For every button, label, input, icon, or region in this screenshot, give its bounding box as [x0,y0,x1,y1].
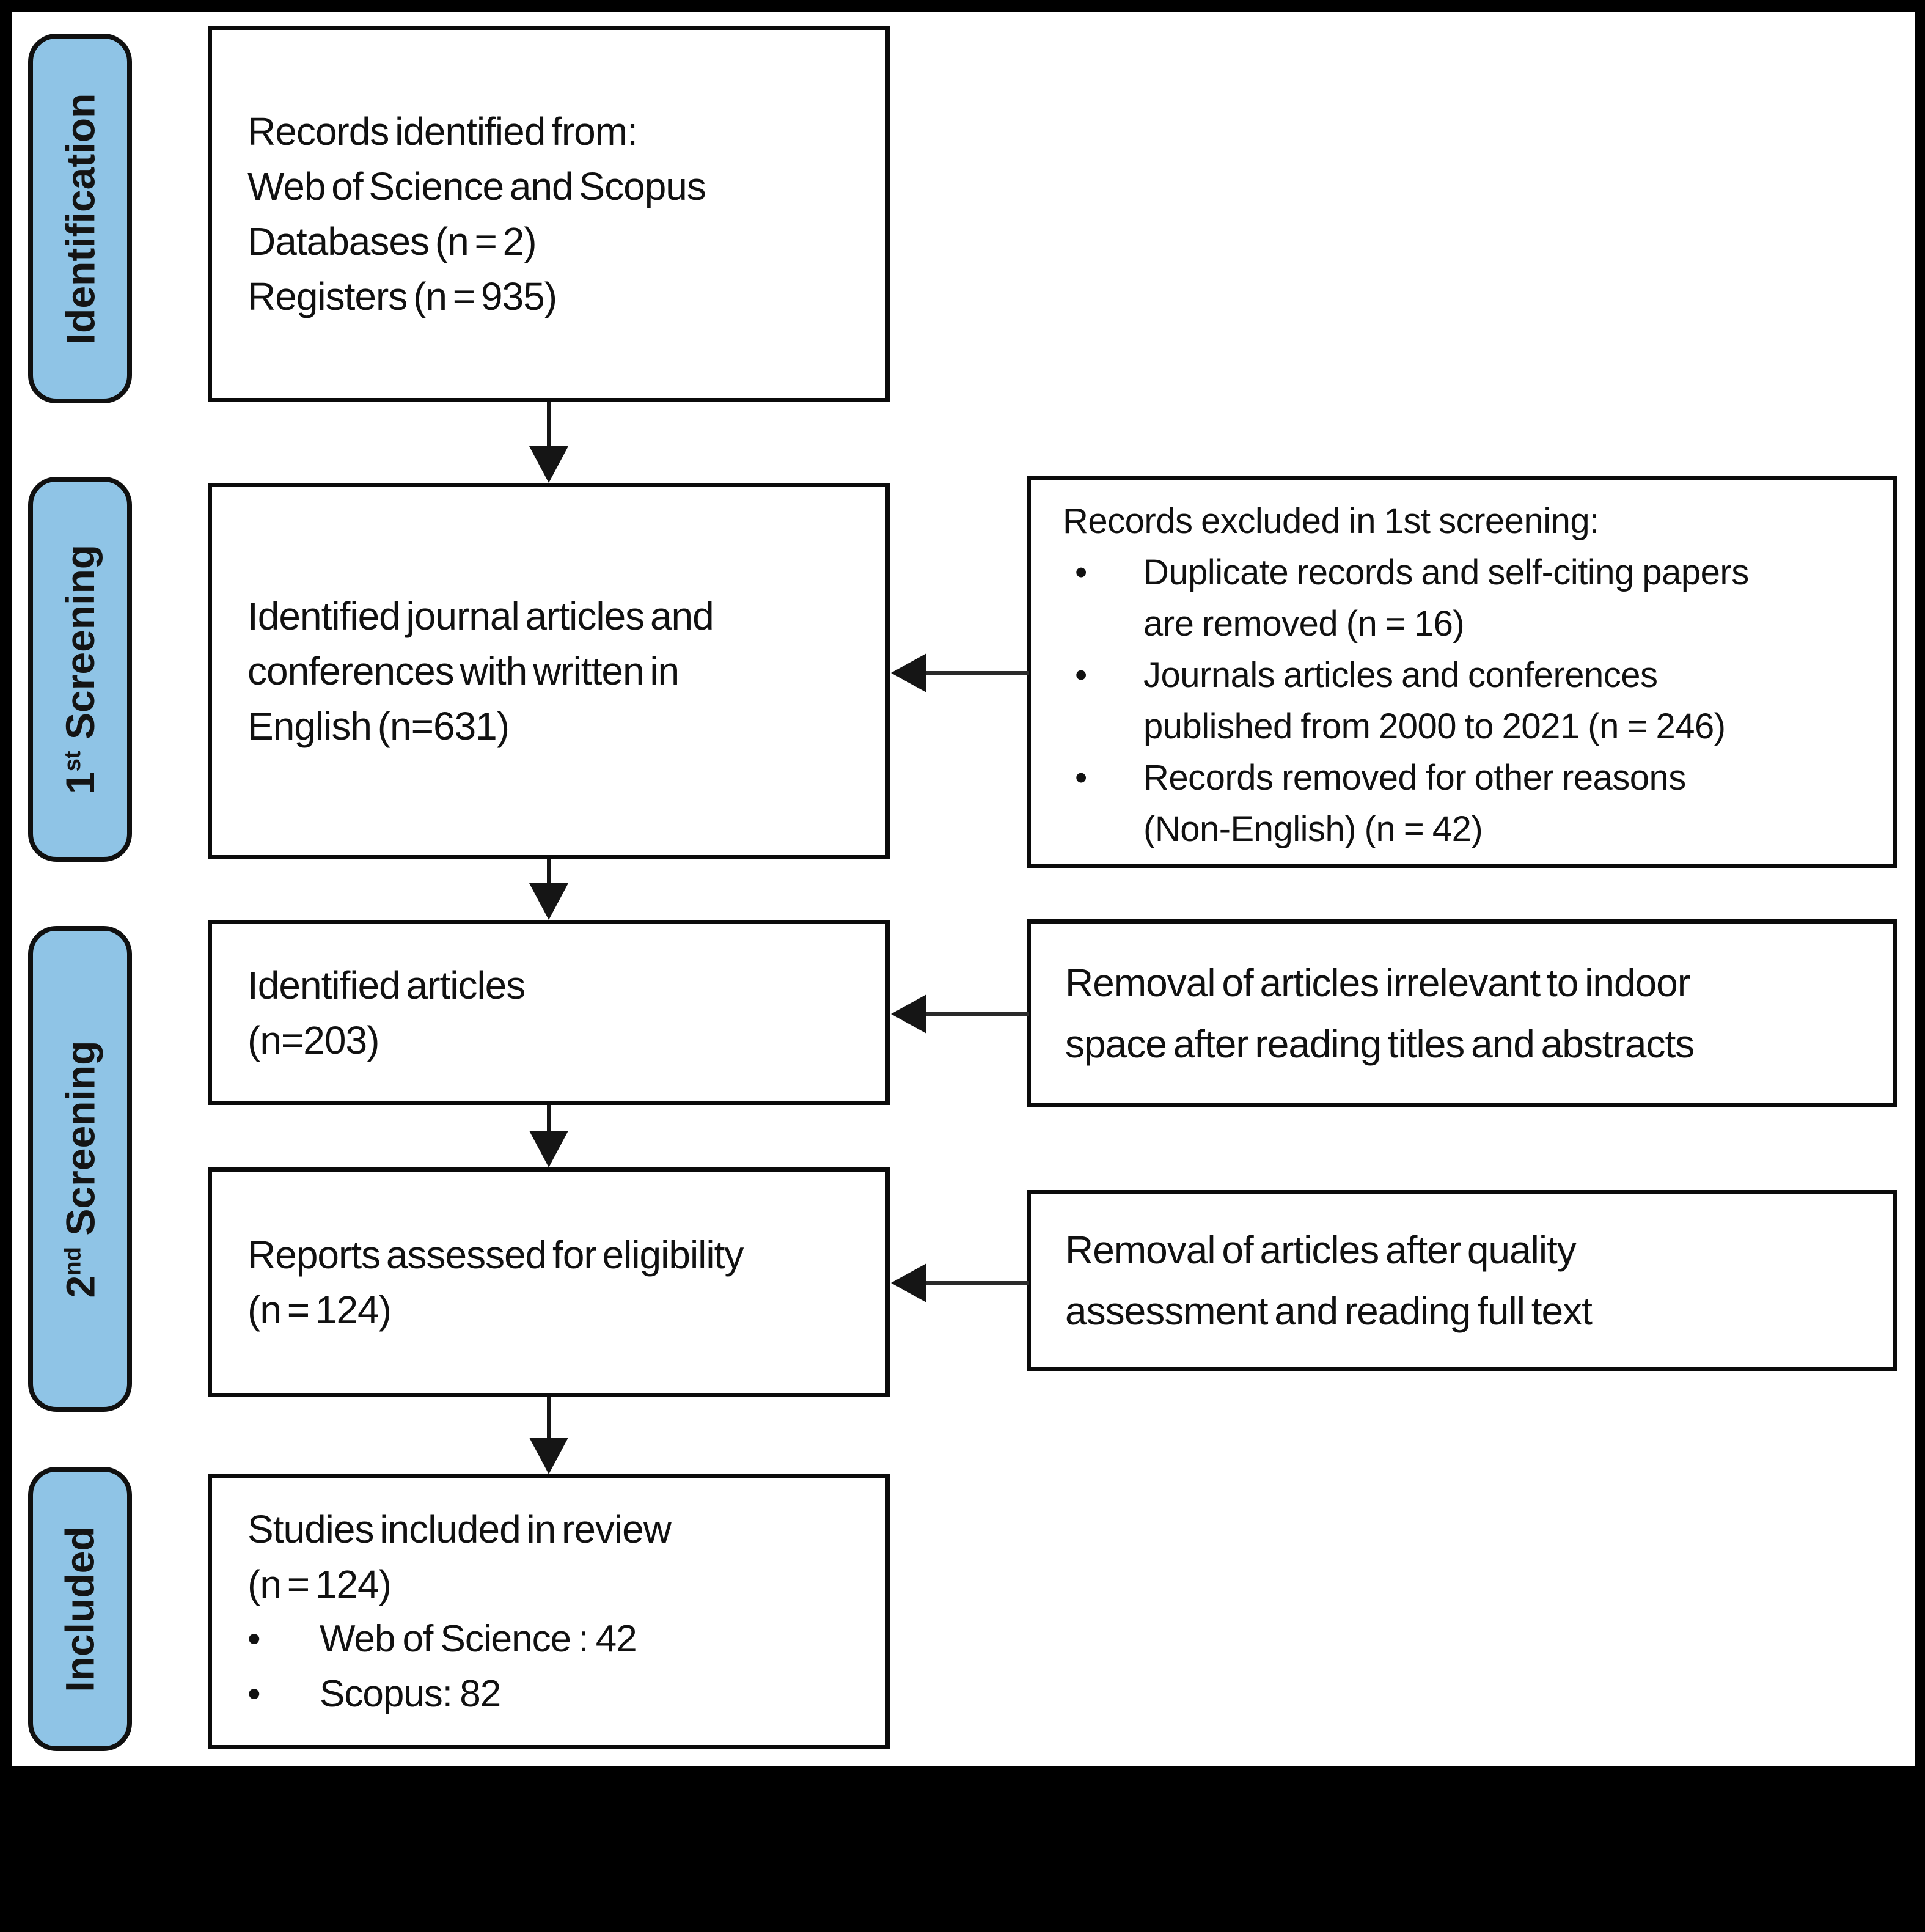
text-line: Web of Science and Scopus [248,164,706,208]
list-item: • Records removed for other reasons (Non… [1031,752,1893,855]
list-item: • Duplicate records and self-citing pape… [1031,547,1893,650]
bullet-icon: • [1075,553,1087,592]
text-line: Databases (n = 2) [248,219,537,263]
included-source-web-of-science: Web of Science : 42 [320,1618,637,1660]
box-records-identified: Records identified from: Web of Science … [208,26,890,402]
records-excluded-title: Records excluded in 1st screening: [1063,501,1599,541]
text-line: Removal of articles after quality [1065,1228,1577,1272]
text-line: space after reading titles and abstracts [1065,1021,1695,1066]
stage-label-run: Identification [57,93,103,344]
stage-label-run: Included [57,1526,103,1692]
box-removal-irrelevant-indoor-text: Removal of articles irrelevant to indoor… [1031,952,1893,1074]
box-reports-assessed: Reports assessed for eligibility (n = 12… [208,1167,890,1397]
arrow-removal-irrelevant-to-identified-articles [891,994,1029,1034]
text-line: are removed (n = 16) [1143,604,1465,644]
stage-label-identification: Identification [28,34,132,403]
stage-label-run: Screening [57,544,103,751]
arrow-records-excluded-to-first-screening [891,653,1029,692]
text-line: (n = 124) [248,1562,392,1606]
stage-label-identification-text: Identification [57,93,103,344]
included-sources-list: • Web of Science : 42 • Scopus: 82 [212,1612,886,1722]
stage-label-second-screening-text: 2nd Screening [57,1040,103,1298]
box-identified-articles-text: Identified articles (n=203) [212,958,886,1068]
box-identified-journal-articles: Identified journal articles and conferen… [208,483,890,859]
text-line: assessment and reading full text [1065,1289,1593,1333]
box-studies-included-text: Studies included in review (n = 124) [212,1502,886,1612]
arrow-first-screening-to-identified-articles [529,859,568,920]
bullet-icon: • [248,1673,261,1715]
arrow-identification-to-first-screening [529,402,568,483]
box-records-identified-text: Records identified from: Web of Science … [212,104,886,324]
stage-label-second-screening: 2nd Screening [28,926,132,1412]
text-line: (n=203) [248,1018,380,1062]
records-excluded-list: • Duplicate records and self-citing pape… [1031,547,1893,855]
stage-label-included-text: Included [57,1526,103,1692]
list-item: • Journals articles and conferences publ… [1031,650,1893,752]
text-line: Duplicate records and self-citing papers [1143,553,1749,592]
exclusion-reason-duplicates: Duplicate records and self-citing papers… [1143,547,1749,650]
arrow-identified-articles-to-reports-assessed [529,1105,568,1167]
stage-label-first-screening: 1st Screening [28,477,132,862]
text-line: Records identified from: [248,109,638,153]
box-reports-assessed-text: Reports assessed for eligibility (n = 12… [212,1227,886,1337]
box-records-excluded: Records excluded in 1st screening: • Dup… [1027,476,1898,868]
text-line: (Non-English) (n = 42) [1143,809,1483,849]
arrow-reports-assessed-to-included [529,1397,568,1474]
text-line: Journals articles and conferences [1143,655,1658,695]
text-line: (n = 124) [248,1288,392,1332]
list-item: • Scopus: 82 [212,1667,886,1722]
stage-label-run: 1 [57,771,103,795]
text-line: Removal of articles irrelevant to indoor [1065,960,1690,1005]
exclusion-reason-other: Records removed for other reasons (Non-E… [1143,752,1686,855]
ordinal-superscript: st [59,751,86,772]
text-line: Reports assessed for eligibility [248,1233,744,1277]
text-line: published from 2000 to 2021 (n = 246) [1143,707,1726,746]
ordinal-superscript: nd [59,1246,86,1276]
box-identified-articles: Identified articles (n=203) [208,920,890,1105]
box-identified-journal-articles-text: Identified journal articles and conferen… [212,589,886,754]
list-item: • Web of Science : 42 [212,1612,886,1667]
box-removal-irrelevant-indoor: Removal of articles irrelevant to indoor… [1027,919,1898,1107]
stage-label-run: 2 [57,1275,103,1298]
bullet-icon: • [1075,758,1087,798]
arrow-removal-quality-to-reports-assessed [891,1263,1029,1302]
box-removal-after-quality-text: Removal of articles after quality assess… [1031,1219,1893,1342]
bullet-icon: • [1075,655,1087,695]
text-line: Registers (n = 935) [248,274,557,318]
stage-label-run: Screening [57,1040,103,1247]
bullet-icon: • [248,1618,261,1660]
text-line: Identified articles [248,963,526,1007]
included-source-scopus: Scopus: 82 [320,1673,501,1715]
text-line: Identified journal articles and [248,594,714,638]
exclusion-reason-publication-period: Journals articles and conferences publis… [1143,650,1726,752]
stage-label-first-screening-text: 1st Screening [57,545,103,794]
text-line: Records removed for other reasons [1143,758,1686,798]
stage-label-included: Included [28,1467,132,1751]
text-line: English (n=631) [248,704,510,748]
text-line: Studies included in review [248,1507,672,1551]
box-removal-after-quality: Removal of articles after quality assess… [1027,1190,1898,1371]
box-studies-included: Studies included in review (n = 124) • We… [208,1474,890,1749]
text-line: conferences with written in [248,649,680,693]
